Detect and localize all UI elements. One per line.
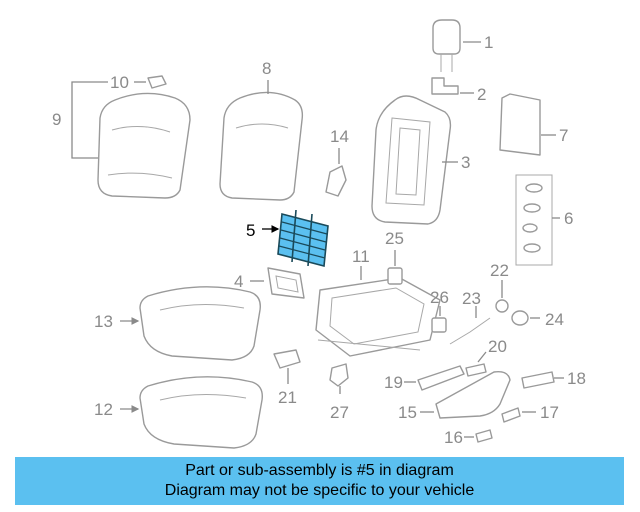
callout-20: 20 [488,337,507,356]
callout-10: 10 [110,73,129,92]
callout-9: 9 [52,110,61,129]
callout-21: 21 [278,388,297,407]
callout-4: 4 [234,272,243,291]
callout-6: 6 [564,209,573,228]
callout-3: 3 [461,153,470,172]
notice-banner: Part or sub-assembly is #5 in diagram Di… [15,457,624,505]
part-20-lever [465,363,487,377]
part-8-seatback-pad [219,91,304,201]
part-10-clip [147,75,167,89]
callout-25: 25 [385,229,404,248]
callout-5: 5 [246,221,255,240]
part-12-seat-pad [139,376,263,449]
callout-18: 18 [567,369,586,388]
part-24-cover [511,310,529,326]
callout-23: 23 [462,289,481,308]
part-6-hardware-kit [515,174,553,266]
part-15-side-shield [435,370,511,419]
part-21-clip [273,349,301,369]
part-14-bracket [325,165,347,197]
part-18-handle [521,371,555,389]
part-4-mechanism [267,267,305,299]
part-16-cap [475,429,493,443]
callout-15: 15 [398,403,417,422]
callout-8: 8 [262,59,271,78]
callout-22: 22 [490,261,509,280]
part-5-lumbar-support [277,209,329,268]
part-25-clip [387,267,403,285]
part-7-back-panel [499,93,541,156]
part-11-seat-frame [315,277,441,357]
leader-20 [477,351,487,363]
part-1-headrest [432,19,461,72]
parts-diagram: 1 2 3 7 6 9 10 8 [52,19,586,449]
part-13-seat-cover [139,286,261,361]
callout-13: 13 [94,312,113,331]
callout-27: 27 [330,403,349,422]
callout-17: 17 [540,403,559,422]
part-3-seatback-frame [371,95,452,225]
callout-16: 16 [444,428,463,447]
callout-24: 24 [545,310,564,329]
part-26-clip [431,317,447,333]
callout-19: 19 [384,373,403,392]
callout-7: 7 [559,126,568,145]
banner-line-1: Part or sub-assembly is #5 in diagram [185,462,454,479]
callout-26: 26 [430,288,449,307]
part-2-guide [431,77,459,95]
callout-12: 12 [94,400,113,419]
callout-14: 14 [330,127,349,146]
part-22-knob [495,299,509,313]
callout-2: 2 [477,85,486,104]
callout-11: 11 [352,247,370,266]
part-9-seatback-cover [97,92,191,199]
banner-line-2: Diagram may not be specific to your vehi… [164,482,475,499]
part-27-bracket [329,363,349,387]
part-19-trim [417,365,465,391]
leader-9 [71,81,108,159]
part-17-cap [501,407,521,423]
part-23-cable [449,317,491,345]
callout-1: 1 [484,33,493,52]
